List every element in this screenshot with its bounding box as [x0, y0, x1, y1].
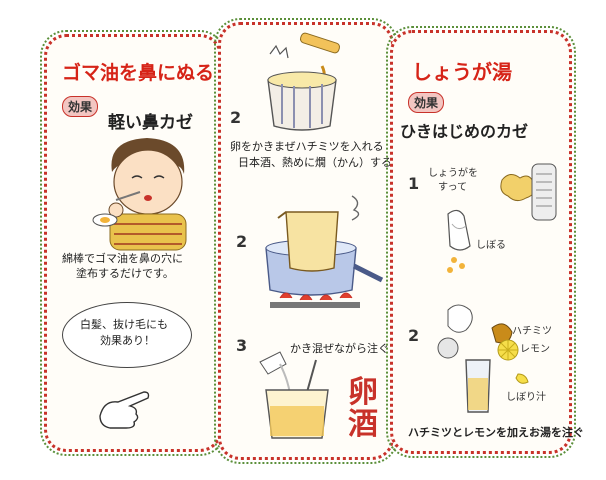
panel1-description-1: 綿棒でゴマ油を鼻の穴に — [62, 252, 183, 265]
egg-bowl-illustration — [267, 32, 341, 131]
panel3-step2-label-1: ハチミツ — [512, 326, 552, 337]
panel3-step1-number: 1 — [408, 174, 420, 193]
panel2-step1-number: 2 — [230, 108, 242, 127]
panel3-step1-label-2: すって — [438, 182, 468, 193]
panel2-title-char-2: 酒 — [348, 407, 378, 442]
panel2-step1-line-1: 卵をかきまぜハチミツを入れる — [230, 140, 384, 153]
pointing-hand-icon — [99, 391, 150, 429]
panel1-effect: 軽い鼻カゼ — [108, 113, 193, 133]
panel3-step1-label-3: しぼる — [476, 240, 506, 251]
panel3-step2-label-2: レモン — [520, 344, 550, 355]
panel3-step1-label-1: しょうがを — [428, 168, 478, 179]
panel3-footer: ハチミツとレモンを加えお湯を注ぐ — [408, 426, 584, 439]
pouring-glass-illustration — [259, 351, 329, 439]
honey-lemon-illustration — [437, 304, 529, 413]
panel2-title-char-1: 卵 — [348, 375, 378, 410]
panel1-title: ゴマ油を鼻にぬる — [62, 62, 215, 84]
panel3-title: しょうが湯 — [412, 60, 512, 84]
panel3-effect: ひきはじめのカゼ — [400, 122, 529, 141]
panel1-effect-badge: 効果 — [62, 96, 99, 117]
bubble-line-2: 効果あり！ — [100, 334, 155, 347]
child-illustration — [108, 138, 187, 251]
panel2-step3-number: 3 — [236, 336, 248, 355]
ginger-grater-illustration — [447, 163, 557, 273]
sake-warming-pot-illustration — [265, 195, 384, 308]
oil-dish-icon — [92, 213, 118, 227]
panel3-step2-number: 2 — [408, 326, 420, 345]
speech-bubble — [62, 302, 192, 368]
panel2-step2-number: 2 — [236, 232, 248, 251]
bubble-line-1: 白髪、抜け毛にも — [80, 318, 168, 331]
panel3-step2-label-3: しぼり汁 — [506, 392, 546, 403]
panel1-description-2: 塗布するだけです。 — [76, 267, 174, 280]
panel2-step1-line-2: 日本酒、熱めに燗（かん）する — [238, 156, 392, 169]
panel2-step3-text: かき混ぜながら注ぐ — [290, 342, 389, 355]
panel3-effect-badge: 効果 — [408, 92, 445, 113]
